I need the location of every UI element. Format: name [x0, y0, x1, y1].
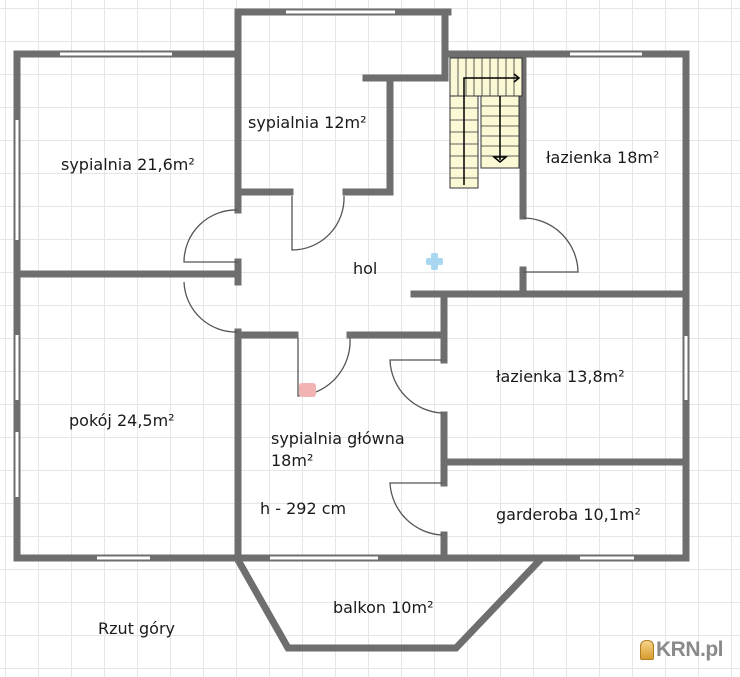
- door-sypialnia12: [291, 195, 345, 251]
- room-label-sypialnia-glowna: sypialnia główna 18m²: [271, 429, 405, 470]
- red-marker: [299, 383, 316, 397]
- plus-marker: [426, 253, 443, 270]
- room-label-hol: hol: [353, 259, 378, 278]
- room-label-sypialnia-12: sypialnia 12m²: [248, 113, 367, 132]
- room-label-lazienka-18: łazienka 18m²: [546, 148, 660, 167]
- room-label-garderoba: garderoba 10,1m²: [496, 505, 641, 524]
- door-pokoj: [183, 281, 239, 333]
- door-sypialnia216: [183, 209, 239, 263]
- door-garderoba: [389, 482, 443, 536]
- logo-text: KRN.pl: [656, 638, 724, 661]
- height-note: h - 292 cm: [260, 499, 347, 518]
- door-lazienka138: [389, 359, 443, 414]
- room-label-lazienka-138: łazienka 13,8m²: [496, 367, 625, 386]
- house-icon: [640, 640, 654, 660]
- krn-logo: KRN.pl: [640, 638, 724, 662]
- room-label-sypialnia-216: sypialnia 21,6m²: [61, 155, 195, 174]
- door-lazienka18: [522, 217, 579, 273]
- room-label-pokoj: pokój 24,5m²: [69, 411, 175, 430]
- wall-balcony: [233, 555, 545, 652]
- plan-title: Rzut góry: [98, 619, 176, 638]
- room-label-balkon: balkon 10m²: [333, 598, 434, 617]
